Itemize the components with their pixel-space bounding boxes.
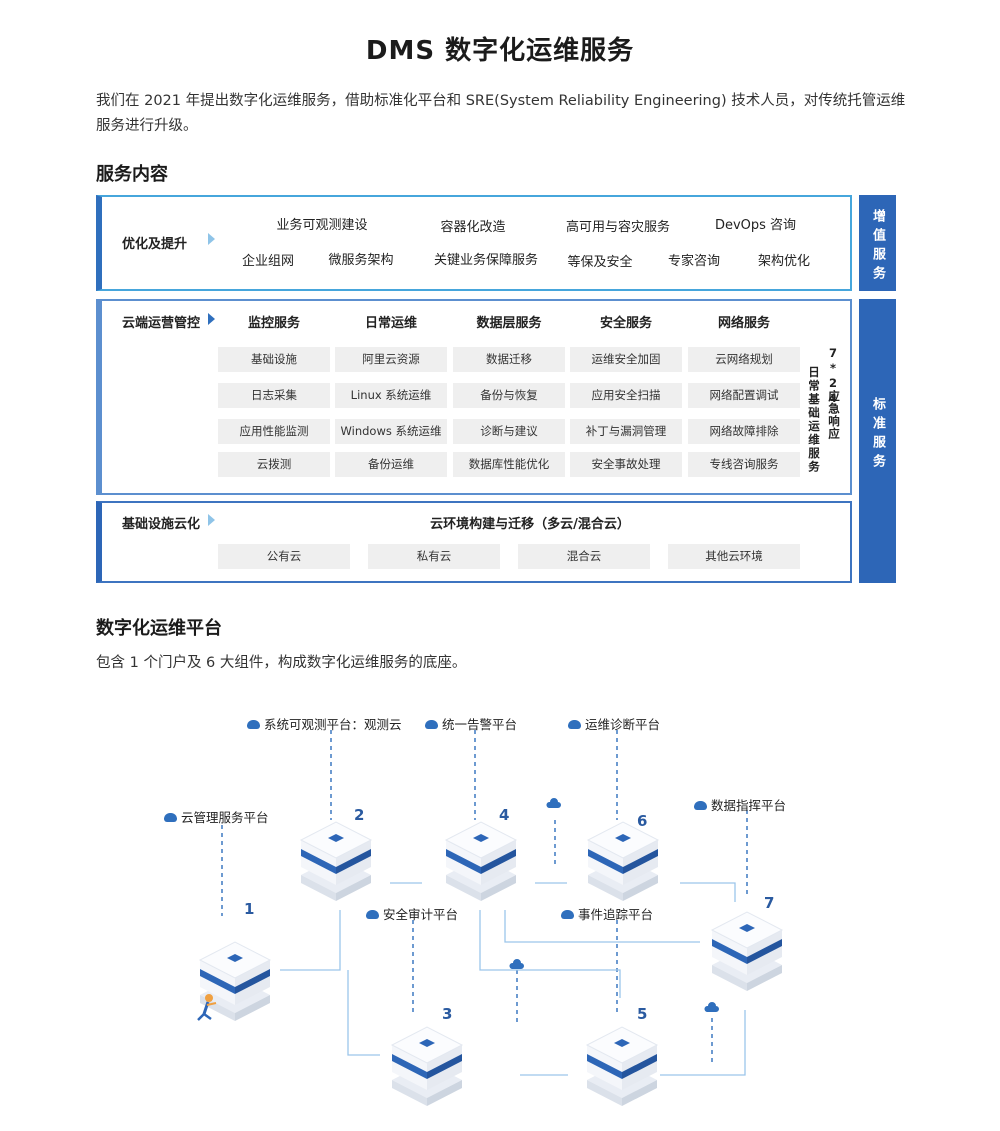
service-cell: 日志采集 bbox=[218, 383, 330, 408]
data-command-platform-label: 数据指挥平台 bbox=[694, 795, 786, 814]
infra-header: 云环境构建与迁移（多云/混合云） bbox=[430, 517, 630, 532]
platform-cubes bbox=[197, 821, 783, 1107]
cloud-icon bbox=[425, 720, 438, 729]
cloud-mgmt-platform-label: 云管理服务平台 bbox=[164, 807, 269, 826]
service-cell: 运维安全加固 bbox=[570, 347, 682, 372]
service-cell: 专线咨询服务 bbox=[688, 452, 800, 477]
node-number-7: 7 bbox=[764, 894, 775, 912]
platform-heading: 数字化运维平台 bbox=[96, 618, 222, 639]
cube-6 bbox=[587, 821, 659, 902]
cube-1 bbox=[199, 941, 271, 1022]
node-number-1: 1 bbox=[244, 900, 255, 918]
va-item: 容器化改造 bbox=[440, 220, 506, 235]
cube-3 bbox=[391, 1026, 463, 1107]
node-number-3: 3 bbox=[442, 1005, 453, 1023]
va-item: 架构优化 bbox=[757, 254, 810, 269]
va-item: 等保及安全 bbox=[567, 255, 633, 270]
service-cell: 诊断与建议 bbox=[453, 419, 565, 444]
service-cell: 数据迁移 bbox=[453, 347, 565, 372]
cloud-icon bbox=[366, 910, 379, 919]
va-item: 专家咨询 bbox=[667, 254, 720, 269]
node-number-6: 6 bbox=[637, 812, 648, 830]
cube-7 bbox=[711, 911, 783, 992]
service-cell: 云网络规划 bbox=[688, 347, 800, 372]
platform-desc: 包含 1 个门户及 6 大组件，构成数字化运维服务的底座。 bbox=[96, 655, 467, 671]
cloud-icon bbox=[561, 910, 574, 919]
service-cell: 云拨测 bbox=[218, 452, 330, 477]
col-header: 监控服务 bbox=[247, 316, 300, 331]
cloud-icon bbox=[694, 801, 707, 810]
infra-label: 基础设施云化 bbox=[122, 517, 201, 532]
daily-ops-vertical-label: 日常基础运维服务 bbox=[807, 366, 821, 474]
va-item: 关键业务保障服务 bbox=[433, 253, 538, 268]
col-header: 日常运维 bbox=[364, 316, 417, 331]
standard-sidebar: 标准服务 bbox=[859, 299, 896, 583]
va-item: 业务可观测建设 bbox=[276, 218, 368, 233]
cloud-icon bbox=[247, 720, 260, 729]
va-item: 微服务架构 bbox=[328, 253, 394, 268]
cube-2 bbox=[300, 821, 372, 902]
va-item: DevOps 咨询 bbox=[714, 218, 797, 233]
service-cell: 应用安全扫描 bbox=[570, 383, 682, 408]
value-added-arrow-icon bbox=[208, 233, 215, 245]
cloud-icon bbox=[568, 720, 581, 729]
service-cell: 基础设施 bbox=[218, 347, 330, 372]
standard-label: 云端运营管控 bbox=[122, 316, 201, 331]
cloud-env-cell: 公有云 bbox=[218, 544, 350, 569]
cube-4 bbox=[445, 821, 517, 902]
va-item: 高可用与容灾服务 bbox=[565, 220, 670, 235]
service-cell: 备份与恢复 bbox=[453, 383, 565, 408]
service-cell: 补丁与漏洞管理 bbox=[570, 419, 682, 444]
service-cell: 数据库性能优化 bbox=[453, 452, 565, 477]
value-added-label: 优化及提升 bbox=[122, 237, 188, 252]
cloud-env-cell: 混合云 bbox=[518, 544, 650, 569]
service-cell: 网络配置调试 bbox=[688, 383, 800, 408]
col-header: 安全服务 bbox=[599, 316, 652, 331]
service-cell: 阿里云资源 bbox=[335, 347, 447, 372]
service-heading: 服务内容 bbox=[96, 164, 168, 185]
infra-box bbox=[96, 501, 852, 583]
node-number-2: 2 bbox=[354, 806, 365, 824]
alert-platform-label: 统一告警平台 bbox=[425, 714, 517, 733]
page-title: DMS 数字化运维服务 bbox=[365, 36, 635, 66]
platform-connector-lines bbox=[221, 730, 748, 1076]
value-added-sidebar: 增值服务 bbox=[859, 195, 896, 291]
cube-5 bbox=[586, 1026, 658, 1107]
service-cell: 网络故障排除 bbox=[688, 419, 800, 444]
service-cell: 安全事故处理 bbox=[570, 452, 682, 477]
diagnosis-platform-label: 运维诊断平台 bbox=[568, 714, 660, 733]
service-cell: Linux 系统运维 bbox=[335, 383, 447, 408]
service-cell: 应用性能监测 bbox=[218, 419, 330, 444]
va-item: 企业组网 bbox=[241, 254, 294, 269]
emergency-response-label: 应急响应 bbox=[827, 390, 841, 440]
standard-side-label: 标准服务 bbox=[870, 397, 885, 473]
node-number-5: 5 bbox=[637, 1005, 648, 1023]
value-added-box bbox=[96, 195, 852, 291]
cloud-icon bbox=[164, 813, 177, 822]
col-header: 数据层服务 bbox=[476, 316, 542, 331]
cloud-env-cell: 私有云 bbox=[368, 544, 500, 569]
value-added-side-label: 增值服务 bbox=[870, 209, 885, 285]
service-cell: Windows 系统运维 bbox=[335, 419, 447, 444]
standard-arrow-icon bbox=[208, 313, 215, 325]
runner-figure-icon bbox=[197, 994, 217, 1021]
intro-paragraph: 我们在 2021 年提出数字化运维服务，借助标准化平台和 SRE(System … bbox=[96, 93, 906, 134]
node-number-4: 4 bbox=[499, 806, 510, 824]
col-header: 网络服务 bbox=[717, 316, 770, 331]
emergency-724-label: 7*24 bbox=[826, 346, 840, 406]
observability-platform-label: 系统可观测平台：观测云 bbox=[247, 714, 402, 733]
infra-arrow-icon bbox=[208, 514, 215, 526]
cloud-env-cell: 其他云环境 bbox=[668, 544, 800, 569]
security-audit-platform-label: 安全审计平台 bbox=[366, 904, 458, 923]
service-cell: 备份运维 bbox=[335, 452, 447, 477]
event-tracking-platform-label: 事件追踪平台 bbox=[561, 904, 653, 923]
